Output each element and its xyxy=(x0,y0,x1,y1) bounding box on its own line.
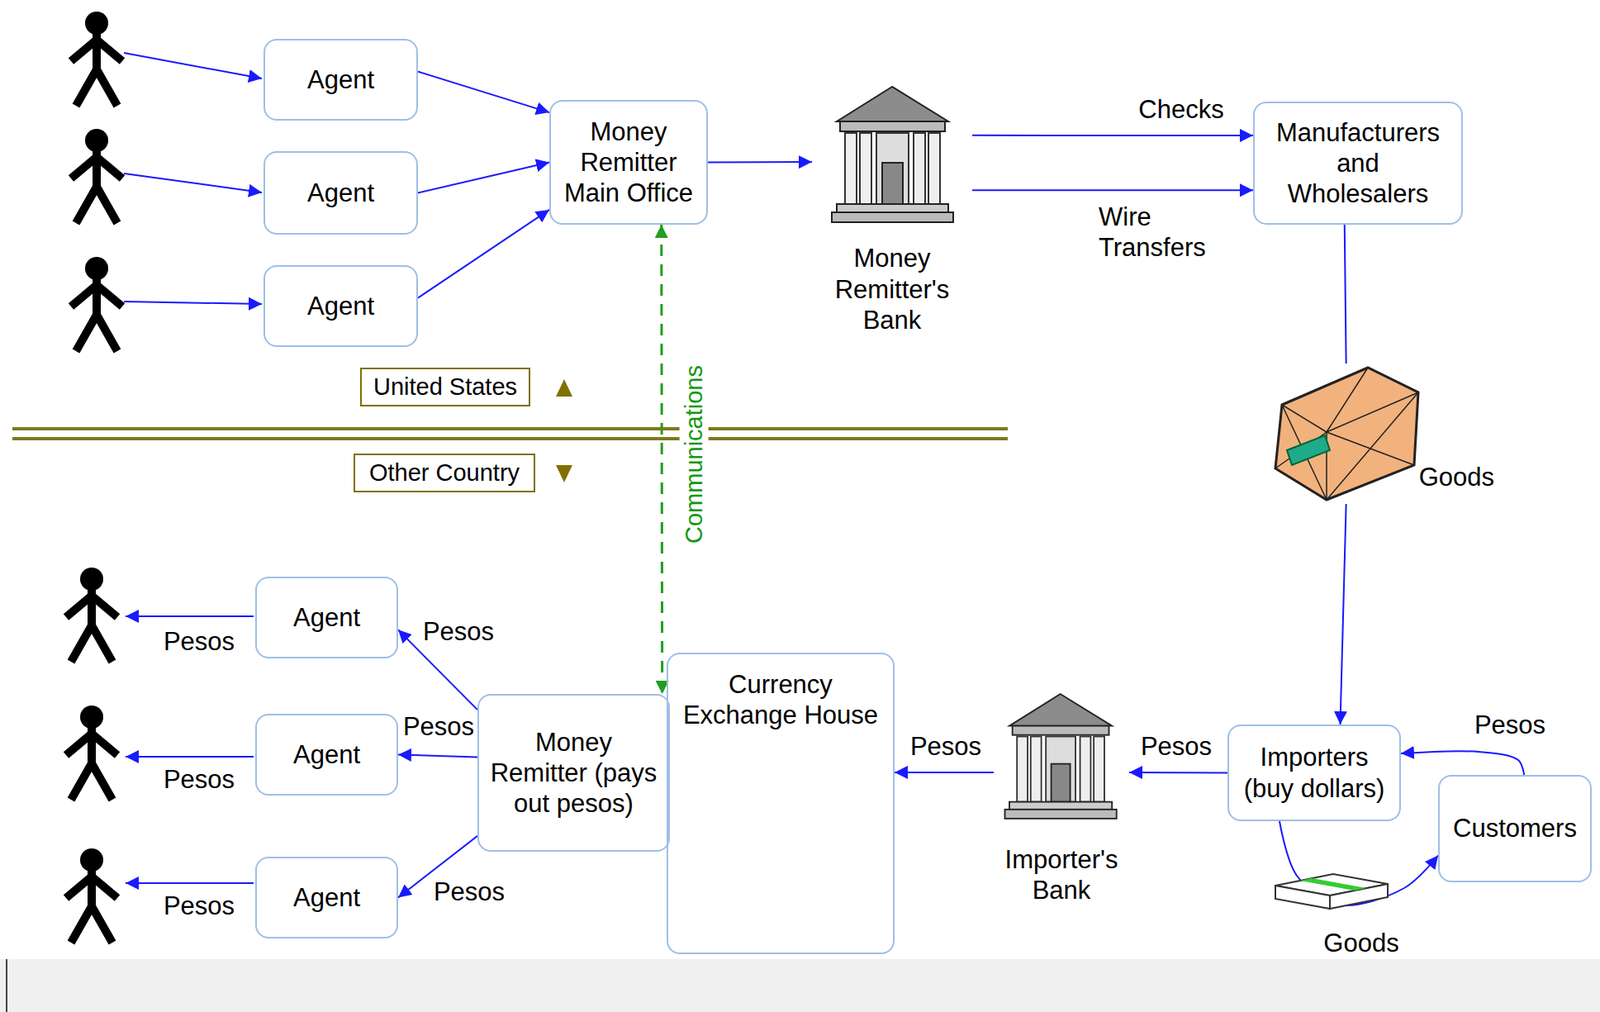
person-figure xyxy=(66,705,118,800)
flow-arrow xyxy=(398,754,478,758)
flow-arrow xyxy=(417,162,550,194)
goods-package xyxy=(1275,367,1419,500)
process-box: Agent xyxy=(255,576,399,659)
bank-icon xyxy=(1004,693,1116,819)
up-triangle xyxy=(555,379,573,397)
down-triangle xyxy=(555,465,573,483)
edge-label: Pesos xyxy=(420,616,497,647)
process-box: Agent xyxy=(263,151,418,235)
goods-package xyxy=(1286,435,1330,466)
icon-node: Goods xyxy=(1272,363,1500,504)
node-text: Other Country xyxy=(369,458,520,488)
node-text: Agent xyxy=(293,882,361,913)
process-box: Agent xyxy=(263,265,418,347)
goods-package-small xyxy=(1275,885,1330,909)
icon-node: Importer's Bank xyxy=(993,689,1130,909)
flow-arrow xyxy=(894,771,994,774)
node-text: Manufacturers and Wholesalers xyxy=(1262,117,1453,210)
process-box: Agent xyxy=(255,713,399,796)
node-text: Agent xyxy=(307,290,375,322)
node-text: Importer's Bank xyxy=(998,844,1125,906)
node-text: Money Remitter's Bank xyxy=(816,242,968,336)
edge-label: Pesos xyxy=(431,876,508,907)
edge-label: Pesos xyxy=(400,711,477,742)
flow-arrow xyxy=(1129,771,1228,774)
person-arrow xyxy=(123,173,262,193)
node-text: Currency Exchange House xyxy=(676,669,885,731)
node-text: Customers xyxy=(1452,812,1577,844)
region-label-box: Other Country xyxy=(353,453,536,493)
process-box: Currency Exchange House xyxy=(666,652,895,955)
node-text: United States xyxy=(373,372,518,402)
goods-package xyxy=(1275,367,1419,500)
process-box: Customers xyxy=(1438,774,1592,883)
edge-label: Wire Transfers xyxy=(1096,201,1225,263)
footer-edge xyxy=(5,959,8,1012)
process-box: Manufacturers and Wholesalers xyxy=(1253,101,1463,225)
flow-arrow xyxy=(1400,750,1525,775)
border-line xyxy=(12,427,1008,431)
node-text: Agent xyxy=(307,177,375,209)
person-arrow xyxy=(123,301,262,304)
flow-label: Pesos xyxy=(161,626,238,657)
person-arrow xyxy=(123,52,262,79)
flow-arrow xyxy=(1340,503,1347,725)
person-figure xyxy=(71,256,123,352)
flow-label: Pesos xyxy=(161,764,238,795)
flow-arrow xyxy=(972,189,1254,191)
person-arrow xyxy=(125,615,254,618)
node-text: Agent xyxy=(307,64,375,95)
footer-band xyxy=(0,959,1600,1012)
node-text: Money Remitter (pays out pesos) xyxy=(487,726,660,820)
edge-label: Checks xyxy=(1135,94,1226,125)
edge-label: Pesos xyxy=(1138,731,1215,762)
process-box: Agent xyxy=(263,38,418,121)
edge-label: Pesos xyxy=(1471,709,1548,741)
process-box: Money Remitter Main Office xyxy=(549,99,708,225)
edge-label: Pesos xyxy=(907,731,984,762)
person-figure xyxy=(71,11,123,106)
person-figure xyxy=(66,567,118,662)
node-text: Agent xyxy=(293,739,361,770)
goods-package xyxy=(1275,367,1419,500)
border-line xyxy=(12,436,1008,441)
flow-arrow xyxy=(417,209,550,299)
node-text: Money Remitter Main Office xyxy=(559,116,698,209)
node-text: Agent xyxy=(293,602,361,633)
node-text: Goods xyxy=(1419,461,1495,493)
flow-arrow xyxy=(707,161,812,163)
person-arrow xyxy=(125,755,254,758)
process-box: Money Remitter (pays out pesos) xyxy=(477,693,670,852)
edge-label: Communications xyxy=(679,362,709,546)
goods-package-small xyxy=(1300,878,1367,891)
person-figure xyxy=(71,128,123,224)
process-box: Importers (buy dollars) xyxy=(1227,724,1401,822)
person-arrow xyxy=(123,52,262,884)
bank-icon xyxy=(831,86,954,223)
flow-arrow xyxy=(1344,224,1347,364)
communication-link xyxy=(659,224,664,694)
edge-label: Goods xyxy=(1320,927,1401,959)
flow-label: Pesos xyxy=(161,890,238,922)
region-label-box: United States xyxy=(360,367,531,407)
person-arrow xyxy=(125,882,254,884)
flow-arrow xyxy=(972,134,1254,137)
person-figure xyxy=(66,848,118,943)
flow-arrow xyxy=(417,71,550,114)
process-box: Agent xyxy=(255,856,399,939)
goods-package-small xyxy=(1275,873,1388,909)
icon-node: Money Remitter's Bank xyxy=(811,82,973,339)
node-text: Importers (buy dollars) xyxy=(1237,741,1392,803)
